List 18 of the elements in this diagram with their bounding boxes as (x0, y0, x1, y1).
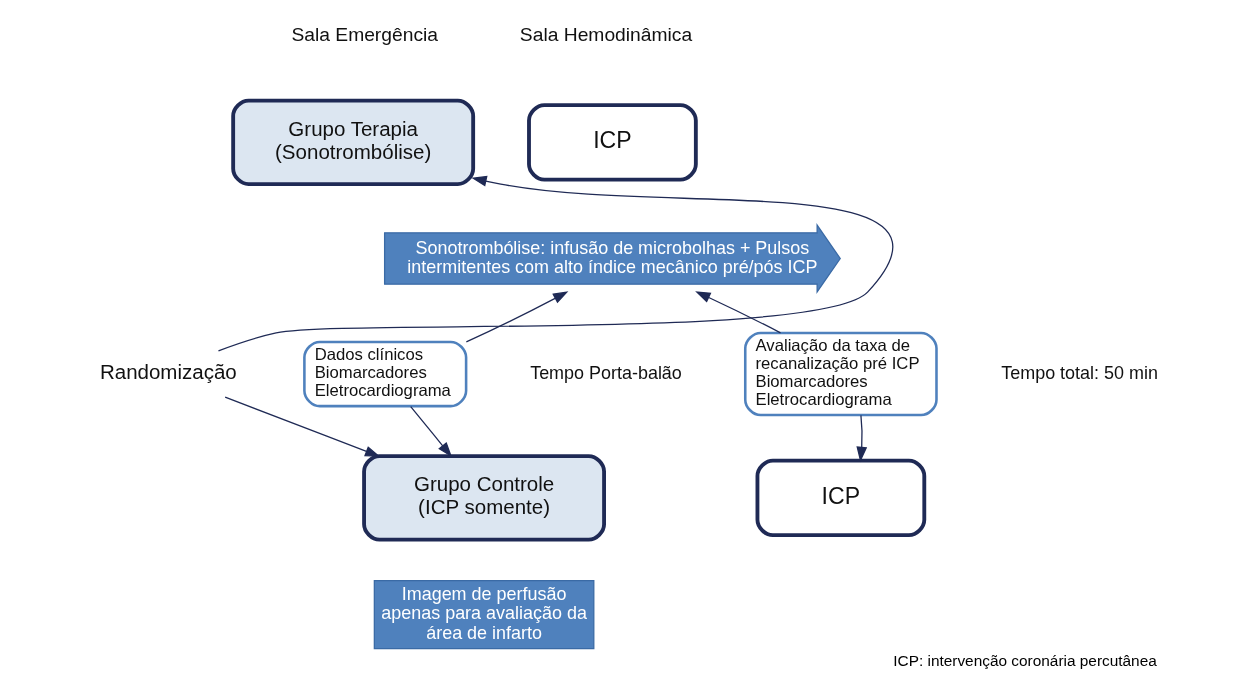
label: Tempo Porta-balão (529, 362, 682, 383)
node-box: Grupo Controle (ICP somente) (361, 454, 606, 542)
arrow (217, 175, 893, 352)
arrow (694, 291, 781, 334)
node-box: Grupo Terapia (Sonotrombólise) (230, 98, 475, 186)
node-box: ICP (755, 458, 926, 537)
node-text: Randomização (99, 359, 237, 383)
arrow (409, 405, 452, 458)
label: Tempo total: 50 min (1000, 362, 1158, 383)
node-box: Dados clínicos Biomarcadores Eletrocardiograma (302, 340, 467, 408)
label: Sala Hemodinâmica (519, 23, 692, 45)
node-box: Avaliação da taxa de recanalização pré ICP Biomarcadores Eletrocardiograma (743, 331, 938, 417)
node-box: Imagem de perfusão apenas para avaliação da área de infarto (373, 580, 594, 650)
arrow (465, 291, 568, 343)
node-box: ICP (526, 103, 698, 182)
label: Sala Emergência (290, 23, 438, 45)
caption: ICP: intervenção coronária percutânea (892, 652, 1157, 670)
arrow (224, 396, 380, 457)
